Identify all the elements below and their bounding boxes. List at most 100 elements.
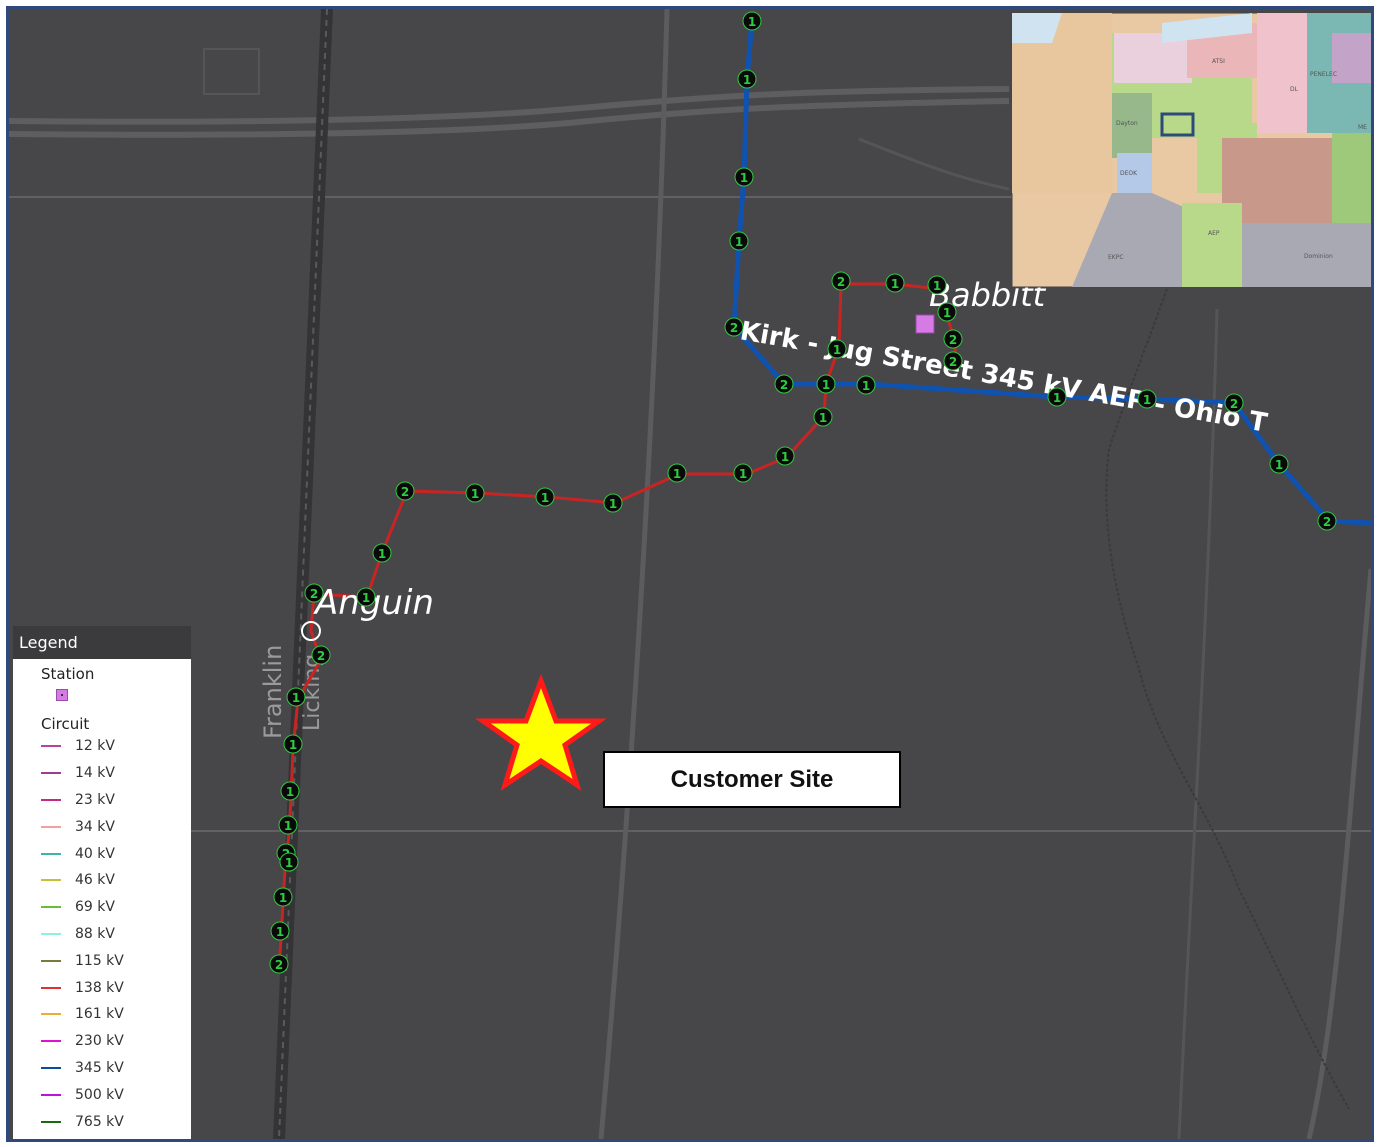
svg-text:1: 1: [735, 235, 743, 249]
station-anguin[interactable]: [301, 621, 321, 641]
legend-item-label: 88 kV: [75, 925, 115, 942]
svg-text:DL: DL: [1290, 86, 1299, 93]
svg-text:2: 2: [1230, 397, 1238, 411]
line-node[interactable]: 1: [279, 852, 299, 872]
svg-text:AEP: AEP: [1208, 230, 1220, 237]
svg-text:1: 1: [819, 411, 827, 425]
line-node[interactable]: 1: [885, 273, 905, 293]
svg-text:1: 1: [289, 738, 297, 752]
customer-site-callout: Customer Site: [603, 751, 901, 808]
line-node[interactable]: 1: [280, 781, 300, 801]
svg-text:1: 1: [279, 891, 287, 905]
station-label-anguin: Anguin: [313, 583, 434, 623]
legend-line-swatch: [41, 932, 61, 935]
line-node[interactable]: 2: [943, 351, 963, 371]
legend-item-label: 14 kV: [75, 765, 115, 782]
legend-circuit-list: 12 kV 14 kV 23 kV 34 kV 40 kV 46 kV 69 kV 88 kV…: [41, 733, 191, 1135]
legend-item-label: 46 kV: [75, 872, 115, 889]
legend-item: 46 kV: [41, 867, 191, 894]
legend-item: 14 kV: [41, 760, 191, 787]
line-node[interactable]: 1: [816, 374, 836, 394]
line-node[interactable]: 1: [813, 407, 833, 427]
legend-item: 34 kV: [41, 813, 191, 840]
svg-text:1: 1: [743, 73, 751, 87]
map-canvas[interactable]: Franklin Licking Kirk - Jug Street 345 k…: [9, 9, 1371, 1139]
legend-item-label: 161 kV: [75, 1006, 124, 1023]
line-node[interactable]: 1: [465, 483, 485, 503]
circuit-line-138kv-main[interactable]: [277, 282, 940, 970]
line-node[interactable]: 2: [831, 271, 851, 291]
line-node[interactable]: 1: [737, 69, 757, 89]
line-node[interactable]: 2: [269, 954, 289, 974]
line-node[interactable]: 1: [535, 487, 555, 507]
inset-map[interactable]: ATSI PENELEC DL Dayton DEOK AEP EKPC Dom…: [1011, 12, 1371, 288]
line-node[interactable]: 2: [311, 645, 331, 665]
svg-text:1: 1: [378, 547, 386, 561]
customer-site-star-icon[interactable]: [475, 673, 607, 791]
legend-item: 23 kV: [41, 787, 191, 814]
line-node[interactable]: 1: [937, 302, 957, 322]
legend-item-label: 34 kV: [75, 818, 115, 835]
county-label-franklin: Franklin: [259, 645, 287, 739]
line-node[interactable]: 1: [742, 11, 762, 31]
line-node[interactable]: 2: [724, 317, 744, 337]
line-node[interactable]: 1: [283, 734, 303, 754]
line-node[interactable]: 1: [1137, 389, 1157, 409]
legend-station-heading: Station: [41, 665, 95, 683]
legend-line-swatch: [41, 852, 61, 855]
legend-item-label: 115 kV: [75, 952, 124, 969]
line-node[interactable]: 2: [774, 374, 794, 394]
line-node[interactable]: 2: [1317, 511, 1337, 531]
svg-text:1: 1: [286, 785, 294, 799]
legend-item-label: 69 kV: [75, 899, 115, 916]
legend-item: 230 kV: [41, 1028, 191, 1055]
line-node[interactable]: 1: [734, 167, 754, 187]
legend-line-swatch: [41, 959, 61, 962]
inset-map-extent-box: [1160, 112, 1195, 137]
line-node[interactable]: 1: [1269, 454, 1289, 474]
line-node[interactable]: 1: [372, 543, 392, 563]
map-frame[interactable]: Franklin Licking Kirk - Jug Street 345 k…: [6, 6, 1374, 1142]
svg-text:ATSI: ATSI: [1212, 58, 1225, 65]
line-node[interactable]: 1: [1047, 387, 1067, 407]
line-node[interactable]: 1: [729, 231, 749, 251]
svg-text:1: 1: [541, 491, 549, 505]
svg-text:1: 1: [285, 856, 293, 870]
line-node[interactable]: 2: [395, 481, 415, 501]
legend-line-swatch: [41, 1093, 61, 1096]
svg-text:1: 1: [276, 925, 284, 939]
svg-text:1: 1: [943, 306, 951, 320]
line-node[interactable]: 2: [943, 329, 963, 349]
line-node[interactable]: 1: [856, 375, 876, 395]
line-node[interactable]: 1: [775, 446, 795, 466]
line-node[interactable]: 1: [356, 587, 376, 607]
line-node[interactable]: 1: [273, 887, 293, 907]
svg-text:ME: ME: [1358, 124, 1367, 131]
node-layer[interactable]: 1 1 1 1 2 2 1 1 1 1 2 1 2 2 1 1 1 2 2 1 …: [269, 11, 1337, 974]
station-babbitt[interactable]: [915, 314, 935, 334]
legend-item-label: 12 kV: [75, 738, 115, 755]
legend-item-label: 40 kV: [75, 845, 115, 862]
line-node[interactable]: 1: [827, 339, 847, 359]
line-node[interactable]: 1: [278, 815, 298, 835]
line-node[interactable]: 1: [270, 921, 290, 941]
line-node[interactable]: 2: [304, 583, 324, 603]
svg-text:Dayton: Dayton: [1116, 120, 1138, 127]
svg-text:2: 2: [401, 485, 409, 499]
line-node[interactable]: 1: [667, 463, 687, 483]
legend-item-label: 138 kV: [75, 979, 124, 996]
legend-item: 40 kV: [41, 840, 191, 867]
legend-item-label: 230 kV: [75, 1033, 124, 1050]
svg-text:2: 2: [310, 587, 318, 601]
line-node[interactable]: 1: [286, 687, 306, 707]
line-node[interactable]: 1: [733, 463, 753, 483]
legend-item: 12 kV: [41, 733, 191, 760]
svg-text:1: 1: [284, 819, 292, 833]
svg-text:2: 2: [780, 378, 788, 392]
line-node[interactable]: 1: [927, 275, 947, 295]
line-node[interactable]: 2: [1224, 393, 1244, 413]
legend-item: 765 kV: [41, 1108, 191, 1135]
line-node[interactable]: 1: [603, 493, 623, 513]
svg-text:1: 1: [1143, 393, 1151, 407]
